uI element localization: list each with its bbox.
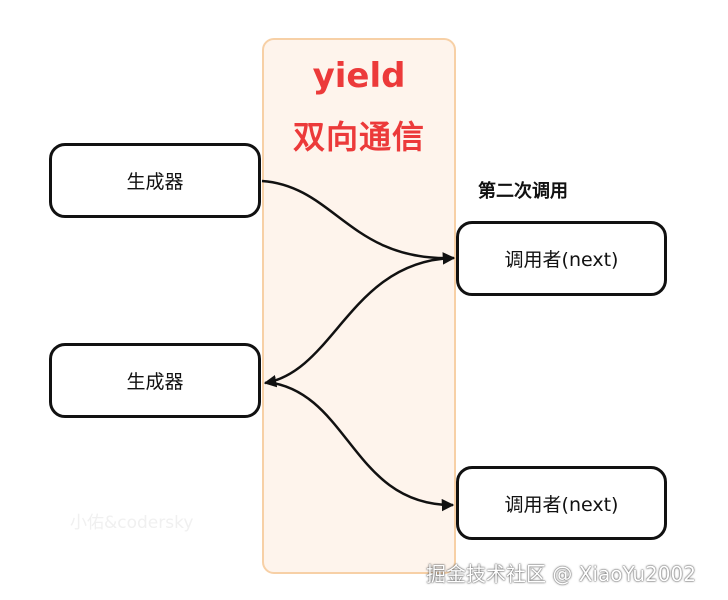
generator-node-bottom-label: 生成器	[126, 371, 184, 393]
generator-node-bottom: 生成器	[49, 343, 261, 418]
caller-node-bottom-label: 调用者(next)	[504, 493, 619, 516]
second-call-label: 第二次调用	[478, 181, 568, 202]
yield-channel-band	[262, 38, 456, 574]
generator-node-top-label: 生成器	[126, 171, 184, 193]
yield-title: yield	[312, 56, 406, 96]
arrow-generator-to-caller	[261, 179, 456, 265]
caller-node-top-label: 调用者(next)	[504, 249, 619, 271]
site-watermark: 掘金技术社区 @ XiaoYu2002	[426, 562, 696, 586]
author-watermark: 小佑&codersky	[70, 513, 194, 533]
caller-node-bottom: 调用者(next)	[456, 466, 667, 540]
arrow-caller-to-generator	[263, 256, 453, 388]
caller-node-top: 调用者(next)	[456, 221, 667, 296]
generator-node-top: 生成器	[49, 143, 261, 218]
arrow-generator-to-bottom-caller	[266, 380, 455, 512]
bidirectional-communication-title: 双向通信	[292, 118, 425, 156]
